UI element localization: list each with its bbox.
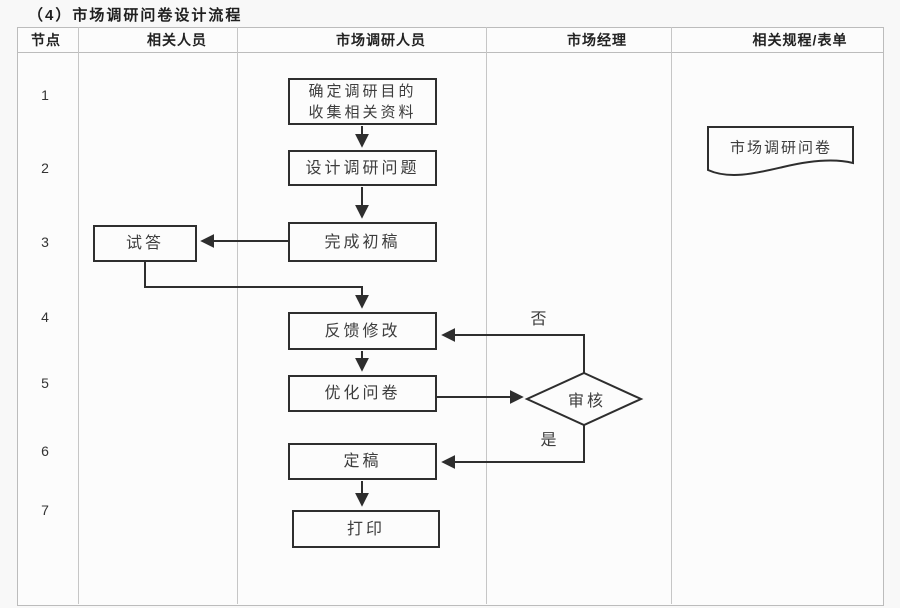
node-number-7: 7 <box>41 502 49 518</box>
column-divider-researcher <box>486 27 487 604</box>
decision-diamond-shape <box>524 371 644 427</box>
step-1-line-1: 确定调研目的 <box>308 82 417 100</box>
step-7-box: 打印 <box>292 510 440 548</box>
column-divider-node <box>78 27 79 604</box>
step-2-box: 设计调研问题 <box>288 150 437 186</box>
node-number-4: 4 <box>41 309 49 325</box>
column-header-manager: 市场经理 <box>567 32 627 48</box>
column-divider-manager <box>671 27 672 604</box>
column-header-researcher: 市场调研人员 <box>336 32 426 48</box>
document-shape <box>707 126 854 176</box>
node-number-6: 6 <box>41 443 49 459</box>
branch-no-label: 否 <box>530 311 550 328</box>
branch-yes-label: 是 <box>540 432 560 449</box>
step-1-line-2: 收集相关资料 <box>308 103 417 121</box>
node-number-5: 5 <box>41 375 49 391</box>
step-4-box: 反馈修改 <box>288 312 437 350</box>
trial-answer-box: 试答 <box>93 225 197 262</box>
node-number-3: 3 <box>41 234 49 250</box>
step-1-box: 确定调研目的 收集相关资料 <box>288 78 437 125</box>
swimlane-table-border <box>17 27 884 606</box>
column-header-forms: 相关规程/表单 <box>752 32 848 48</box>
step-3-box: 完成初稿 <box>288 222 437 262</box>
step-6-box: 定稿 <box>288 443 437 480</box>
arrow-decision-no-to-step4 <box>441 328 585 373</box>
page-title: （4）市场调研问卷设计流程 <box>28 7 243 24</box>
node-number-1: 1 <box>41 87 49 103</box>
node-number-2: 2 <box>41 160 49 176</box>
decision-label: 审核 <box>567 393 607 410</box>
column-divider-related-staff <box>237 27 238 604</box>
step-5-box: 优化问卷 <box>288 375 437 412</box>
arrow-trial-to-step4 <box>144 262 369 309</box>
column-header-node: 节点 <box>31 32 61 48</box>
header-row-divider <box>17 52 884 53</box>
column-header-related-staff: 相关人员 <box>147 32 207 48</box>
document-label: 市场调研问卷 <box>729 139 833 157</box>
arrow-decision-yes-to-step6 <box>441 425 585 469</box>
